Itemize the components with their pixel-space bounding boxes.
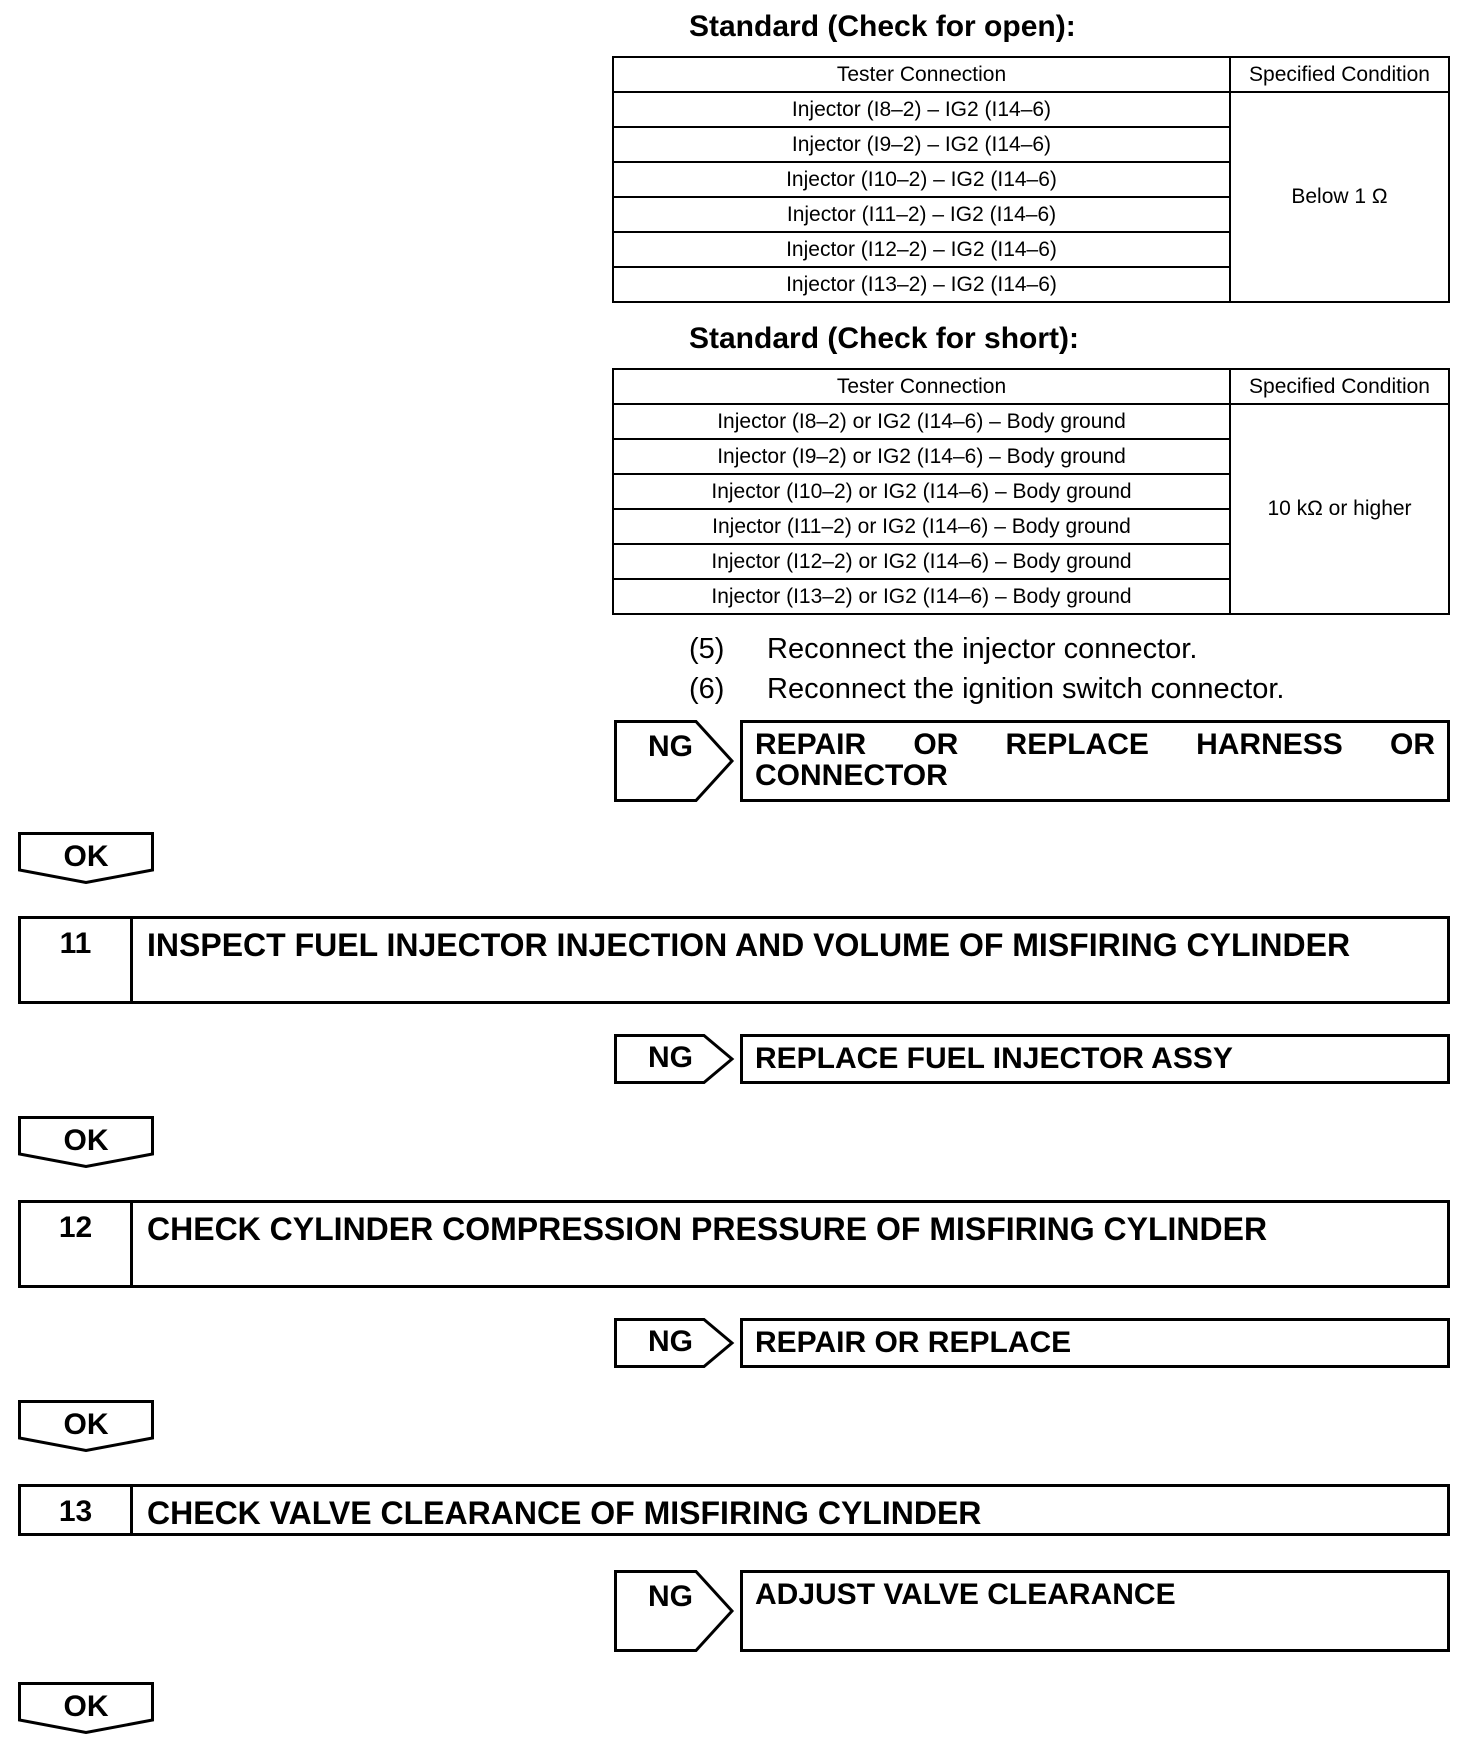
ok-label: OK <box>63 1408 109 1441</box>
ok-arrow-4: OK <box>18 1682 154 1734</box>
ok-label: OK <box>63 1124 109 1157</box>
ng-arrow-icon <box>614 1318 735 1368</box>
table-header-row: Tester Connection Specified Condition <box>612 56 1450 93</box>
step-12-box: 12 CHECK CYLINDER COMPRESSION PRESSURE O… <box>18 1200 1450 1288</box>
table-row: Injector (I11–2) or IG2 (I14–6) – Body g… <box>612 508 1449 545</box>
ng-branch-4: NG ADJUST VALVE CLEARANCE <box>614 1570 1450 1652</box>
col-header-connection: Tester Connection <box>612 56 1231 93</box>
ng-branch-1: NG REPAIR OR REPLACE HARNESS OR CONNECTO… <box>614 720 1450 802</box>
table-row: Injector (I12–2) – IG2 (I14–6) <box>612 231 1449 268</box>
step-11-box: 11 INSPECT FUEL INJECTOR INJECTION AND V… <box>18 916 1450 1004</box>
ng-result-text: REPLACE FUEL INJECTOR ASSY <box>755 1042 1233 1075</box>
connection-cell: Injector (I10–2) or IG2 (I14–6) – Body g… <box>612 473 1231 510</box>
substep-text: Reconnect the injector connector. <box>767 633 1198 665</box>
substep-5: (5) Reconnect the injector connector. <box>689 633 1197 666</box>
table-row: Injector (I9–2) or IG2 (I14–6) – Body gr… <box>612 438 1449 475</box>
table-row: Injector (I8–2) or IG2 (I14–6) – Body gr… <box>612 403 1450 615</box>
open-check-table: Tester Connection Specified Condition In… <box>612 56 1450 303</box>
col-header-condition: Specified Condition <box>1229 368 1450 405</box>
ng-result-label: REPAIR OR REPLACE HARNESS OR CONNECTOR <box>755 728 1435 792</box>
ng-branch-2: NG REPLACE FUEL INJECTOR ASSY <box>614 1034 1450 1084</box>
ng-label: NG <box>648 1041 693 1074</box>
table-row: Injector (I11–2) – IG2 (I14–6) <box>612 196 1449 233</box>
connection-cell: Injector (I11–2) – IG2 (I14–6) <box>612 196 1231 233</box>
col-header-condition: Specified Condition <box>1229 56 1450 93</box>
connection-cell: Injector (I12–2) – IG2 (I14–6) <box>612 231 1231 268</box>
open-check-heading: Standard (Check for open): <box>689 10 1076 43</box>
table-row: Injector (I10–2) – IG2 (I14–6) <box>612 161 1449 198</box>
ok-arrow-2: OK <box>18 1116 154 1168</box>
condition-cell: 10 kΩ or higher <box>1229 403 1450 615</box>
step-13-box: 13 CHECK VALVE CLEARANCE OF MISFIRING CY… <box>18 1484 1450 1536</box>
ng-arrow-icon <box>614 1570 735 1652</box>
ng-label: NG <box>648 1580 693 1613</box>
ng-result-text: REPAIR OR REPLACE <box>755 1326 1072 1359</box>
connection-cell: Injector (I8–2) – IG2 (I14–6) <box>612 91 1231 128</box>
connection-cell: Injector (I9–2) or IG2 (I14–6) – Body gr… <box>612 438 1231 475</box>
ok-label: OK <box>63 1690 109 1723</box>
table-row: Injector (I9–2) – IG2 (I14–6) <box>612 126 1449 163</box>
ng-label: NG <box>648 1325 693 1358</box>
step-title: CHECK VALVE CLEARANCE OF MISFIRING CYLIN… <box>147 1495 982 1531</box>
step-number: 13 <box>21 1487 133 1533</box>
ng-result-text: ADJUST VALVE CLEARANCE <box>755 1578 1176 1611</box>
table-row: Injector (I12–2) or IG2 (I14–6) – Body g… <box>612 543 1449 580</box>
connection-cell: Injector (I8–2) or IG2 (I14–6) – Body gr… <box>612 403 1231 440</box>
step-number: 11 <box>21 919 133 1001</box>
substep-number: (6) <box>689 673 725 705</box>
substep-number: (5) <box>689 633 725 665</box>
table-header-row: Tester Connection Specified Condition <box>612 368 1450 405</box>
table-row: Injector (I10–2) or IG2 (I14–6) – Body g… <box>612 473 1449 510</box>
ng-result-box: REPAIR OR REPLACE <box>740 1318 1450 1368</box>
short-check-heading: Standard (Check for short): <box>689 322 1080 355</box>
table-row: Injector (I13–2) – IG2 (I14–6) <box>612 266 1449 303</box>
ng-result-box: ADJUST VALVE CLEARANCE <box>740 1570 1450 1652</box>
down-arrow-icon <box>18 1682 154 1734</box>
ng-arrow-icon <box>614 1034 735 1084</box>
ng-arrow-icon <box>614 720 735 802</box>
ok-arrow-3: OK <box>18 1400 154 1452</box>
connection-cell: Injector (I11–2) or IG2 (I14–6) – Body g… <box>612 508 1231 545</box>
connection-cell: Injector (I13–2) or IG2 (I14–6) – Body g… <box>612 578 1231 615</box>
table-row: Injector (I13–2) or IG2 (I14–6) – Body g… <box>612 578 1449 615</box>
connection-cell: Injector (I10–2) – IG2 (I14–6) <box>612 161 1231 198</box>
down-arrow-icon <box>18 1400 154 1452</box>
col-header-connection: Tester Connection <box>612 368 1231 405</box>
ok-arrow-1: OK <box>18 832 154 884</box>
ng-result-box: REPAIR OR REPLACE HARNESS OR CONNECTOR <box>740 720 1450 802</box>
ng-label: NG <box>648 730 693 763</box>
condition-cell: Below 1 Ω <box>1229 91 1450 303</box>
connection-cell: Injector (I9–2) – IG2 (I14–6) <box>612 126 1231 163</box>
substep-text: Reconnect the ignition switch connector. <box>767 673 1285 705</box>
step-title: INSPECT FUEL INJECTOR INJECTION AND VOLU… <box>147 927 1351 963</box>
down-arrow-icon <box>18 1116 154 1168</box>
down-arrow-icon <box>18 832 154 884</box>
connection-cell: Injector (I13–2) – IG2 (I14–6) <box>612 266 1231 303</box>
ng-branch-3: NG REPAIR OR REPLACE <box>614 1318 1450 1368</box>
ng-result-text: REPAIR OR REPLACE HARNESS OR CONNECTOR <box>755 729 1435 791</box>
step-number: 12 <box>21 1203 133 1285</box>
ok-label: OK <box>63 840 109 873</box>
substep-6: (6) Reconnect the ignition switch connect… <box>689 673 1284 706</box>
ng-result-box: REPLACE FUEL INJECTOR ASSY <box>740 1034 1450 1084</box>
step-title: CHECK CYLINDER COMPRESSION PRESSURE OF M… <box>147 1211 1268 1247</box>
table-row: Injector (I8–2) – IG2 (I14–6) Below 1 Ω <box>612 91 1450 303</box>
connection-cell: Injector (I12–2) or IG2 (I14–6) – Body g… <box>612 543 1231 580</box>
short-check-table: Tester Connection Specified Condition In… <box>612 368 1450 615</box>
